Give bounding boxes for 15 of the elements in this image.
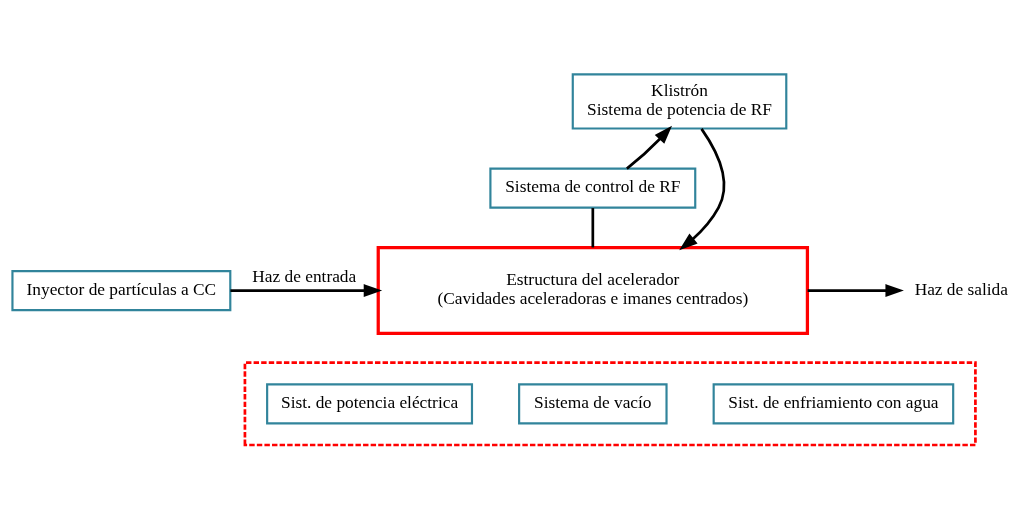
node-box: Sist. de potencia eléctrica — [266, 382, 474, 424]
node-box: Sistema de control de RF — [489, 167, 697, 209]
node-text: Haz de salida — [914, 279, 1008, 299]
cluster — [243, 360, 977, 446]
arrow — [626, 125, 673, 170]
arrow — [807, 283, 904, 297]
node-box: Estructura del acelerador (Cavidades aceleradoras e imanes centrados) — [376, 245, 810, 335]
arrow — [679, 127, 726, 250]
node-box: Sist. de enfriamiento con agua — [712, 382, 955, 424]
arrow — [230, 283, 383, 297]
node-box: Sistema de vacío — [518, 382, 668, 424]
node-box: Inyector de partículas a CC — [11, 269, 232, 311]
node-box: Klistrón Sistema de potencia de RF — [571, 72, 788, 130]
connector — [591, 207, 595, 247]
edge-label: Haz de entrada — [252, 266, 357, 286]
